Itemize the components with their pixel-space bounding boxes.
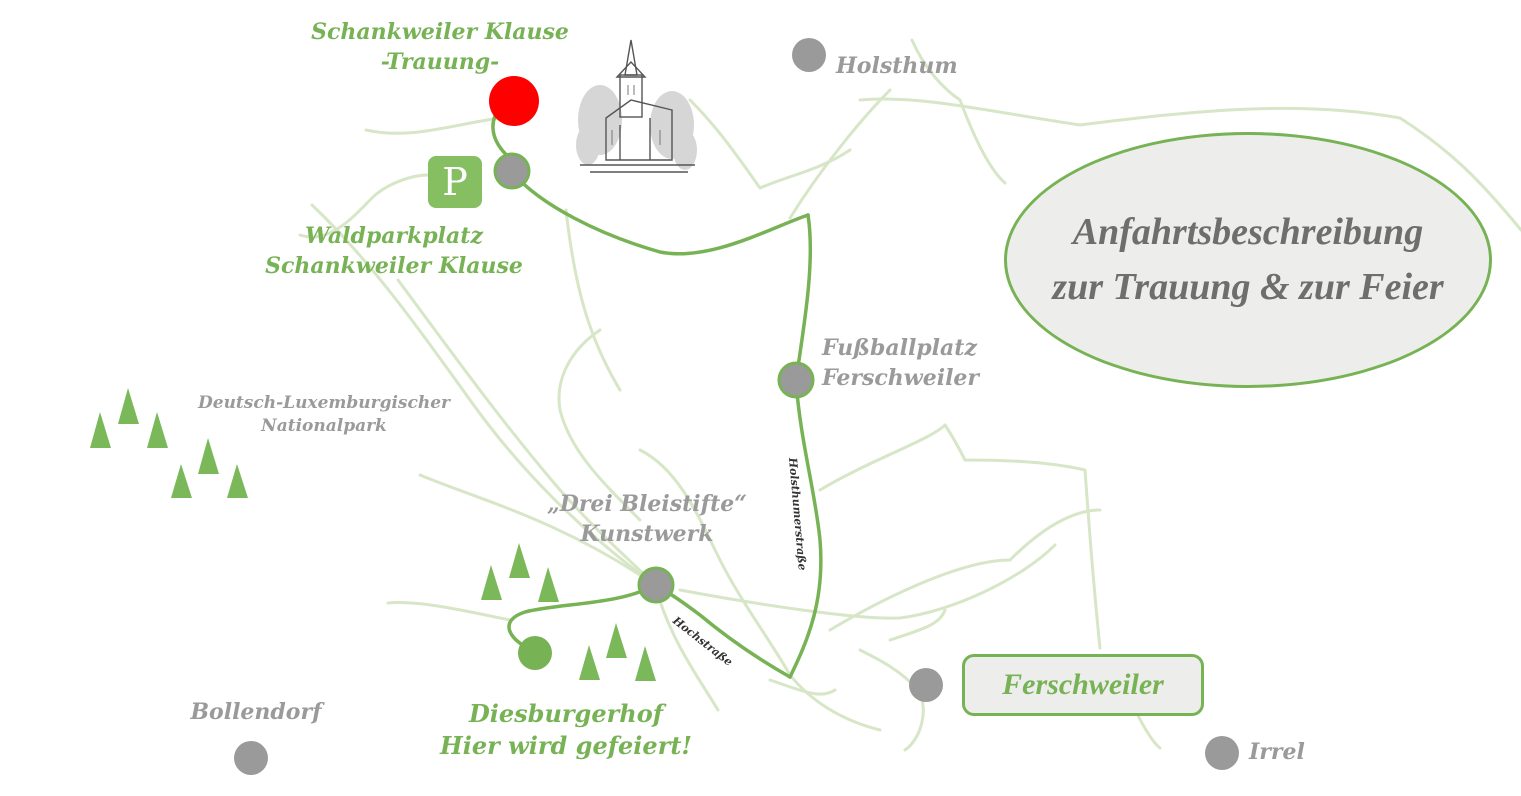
label-diesburgerhof: Diesburgerhof Hier wird gefeiert!: [440, 698, 692, 763]
ferschweiler-town-box[interactable]: Ferschweiler: [962, 654, 1204, 716]
marker-waldparkplatz[interactable]: [493, 152, 531, 190]
marker-diesburgerhof[interactable]: [518, 636, 552, 670]
marker-irrel[interactable]: [1205, 736, 1239, 770]
label-ferschweiler: Ferschweiler: [1002, 668, 1164, 701]
label-schankweiler-klause: Schankweiler Klause -Trauung-: [311, 18, 569, 77]
tree-icon: [579, 645, 600, 680]
title-line1: Anfahrtsbeschreibung: [1072, 210, 1424, 253]
church-illustration: [576, 39, 697, 173]
tree-icon: [606, 623, 627, 658]
label-diesburgerhof-line1: Diesburgerhof: [468, 699, 664, 728]
label-klause-name: Schankweiler Klause: [311, 19, 569, 45]
label-kunstwerk-line2: Kunstwerk: [580, 520, 714, 547]
parking-letter: P: [442, 160, 468, 204]
label-kunstwerk-line1: „Drei Bleistifte“: [547, 491, 747, 517]
route-parking-to-junction: [510, 170, 810, 256]
tree-group-diesburgerhof: [481, 543, 656, 681]
parking-icon: P: [428, 156, 482, 208]
label-parking-line2: Schankweiler Klause: [265, 252, 523, 279]
label-holsthum: Holsthum: [836, 53, 958, 79]
tree-icon: [171, 464, 192, 498]
label-klause-sub: -Trauung-: [380, 48, 500, 75]
label-irrel: Irrel: [1249, 739, 1305, 765]
label-bollendorf: Bollendorf: [190, 699, 322, 725]
label-fussball-line2: Ferschweiler: [822, 364, 980, 391]
tree-icon: [118, 388, 139, 424]
marker-drei-bleistifte[interactable]: [637, 566, 675, 604]
label-diesburgerhof-line2: Hier wird gefeiert!: [440, 731, 692, 761]
label-nationalpark: Deutsch-Luxemburgischer Nationalpark: [198, 392, 450, 438]
tree-icon: [635, 646, 656, 681]
marker-ferschweiler[interactable]: [909, 668, 943, 702]
label-nationalpark-line2: Nationalpark: [261, 415, 387, 436]
tree-icon: [90, 412, 111, 448]
marker-schankweiler-klause[interactable]: [489, 76, 539, 126]
label-parking-line1: Waldparkplatz: [305, 223, 483, 249]
label-fussball-line1: Fußballplatz: [822, 335, 977, 361]
title-ellipse: Anfahrtsbeschreibung zur Trauung & zur F…: [1004, 132, 1492, 388]
road-label-holsthumerstrasse: Holsthumerstraße: [786, 456, 809, 571]
tree-icon: [147, 412, 168, 448]
label-drei-bleistifte: „Drei Bleistifte“ Kunstwerk: [547, 490, 747, 549]
tree-icon: [509, 543, 530, 578]
tree-icon: [481, 565, 502, 600]
marker-bollendorf[interactable]: [234, 741, 268, 775]
tree-icon: [538, 567, 559, 602]
route-to-diesburgerhof: [507, 583, 657, 654]
tree-icon: [198, 438, 219, 474]
marker-fussballplatz[interactable]: [777, 361, 815, 399]
title-line2: zur Trauung & zur Feier: [1052, 266, 1444, 308]
tree-group-nationalpark: [90, 388, 248, 498]
marker-holsthum[interactable]: [792, 38, 826, 72]
route-holsthumerstrasse: [788, 213, 823, 679]
label-fussballplatz: Fußballplatz Ferschweiler: [822, 334, 979, 393]
road-label-hochstrasse: Hochstraße: [669, 614, 735, 669]
tree-icon: [227, 464, 248, 498]
label-waldparkplatz: Waldparkplatz Schankweiler Klause: [265, 222, 523, 281]
label-nationalpark-line1: Deutsch-Luxemburgischer: [198, 393, 450, 413]
